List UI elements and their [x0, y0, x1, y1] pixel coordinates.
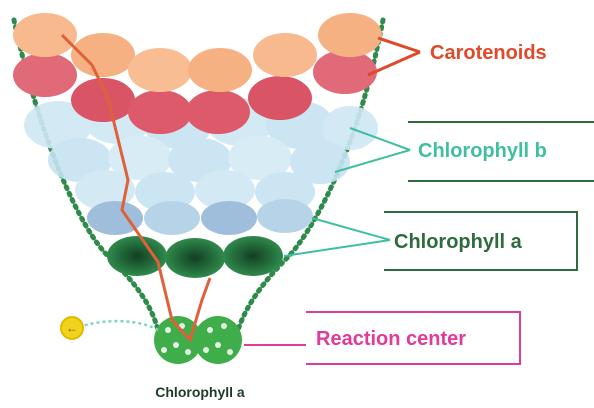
chlorophyll-a-callout: Chlorophyll a: [284, 212, 577, 270]
chlorophyll-a-row: [107, 236, 283, 278]
chlorophyll-b-dark-row: [87, 199, 313, 235]
carotenoid-red-pigment: [13, 53, 77, 97]
carotenoids-callout: Carotenoids: [368, 38, 547, 75]
chl-b-dark-pigment: [257, 199, 313, 233]
chl-a-pigment: [223, 236, 283, 276]
carotenoid-red-pigment: [248, 76, 312, 120]
carotenoid-red-pigment: [186, 90, 250, 134]
carotenoid-peach-pigment: [188, 48, 252, 92]
reaction-center-pair: [154, 316, 242, 364]
carotenoids-label: Carotenoids: [430, 42, 547, 64]
chl-b-dark-pigment: [144, 201, 200, 235]
reaction-center-pigment: [194, 316, 242, 364]
carotenoid-red-pigment: [128, 90, 192, 134]
chl-b-dark-pigment: [201, 201, 257, 235]
chl-a-pigment: [165, 238, 225, 278]
chl-a-pigment: [107, 236, 167, 276]
carotenoid-peach-pigment: [253, 33, 317, 77]
electron-icon: ←: [61, 317, 83, 339]
chlorophyll-a-label: Chlorophyll a: [394, 231, 523, 253]
svg-text:←: ←: [66, 321, 78, 335]
reaction-center-callout: Reaction center: [244, 312, 520, 364]
carotenoid-peach-pigment: [318, 13, 382, 57]
reaction-center-label: Reaction center: [316, 328, 466, 350]
electron-path: [82, 321, 158, 330]
carotenoid-peach-pigment: [13, 13, 77, 57]
carotenoids-leader-top: [378, 38, 420, 52]
chlorophyll-a-leader-top: [312, 218, 390, 240]
chlorophyll-b-label: Chlorophyll b: [418, 140, 547, 162]
carotenoid-peach-pigment: [128, 48, 192, 92]
bottom-chlorophyll-a-label: Chlorophyll a: [155, 384, 245, 400]
